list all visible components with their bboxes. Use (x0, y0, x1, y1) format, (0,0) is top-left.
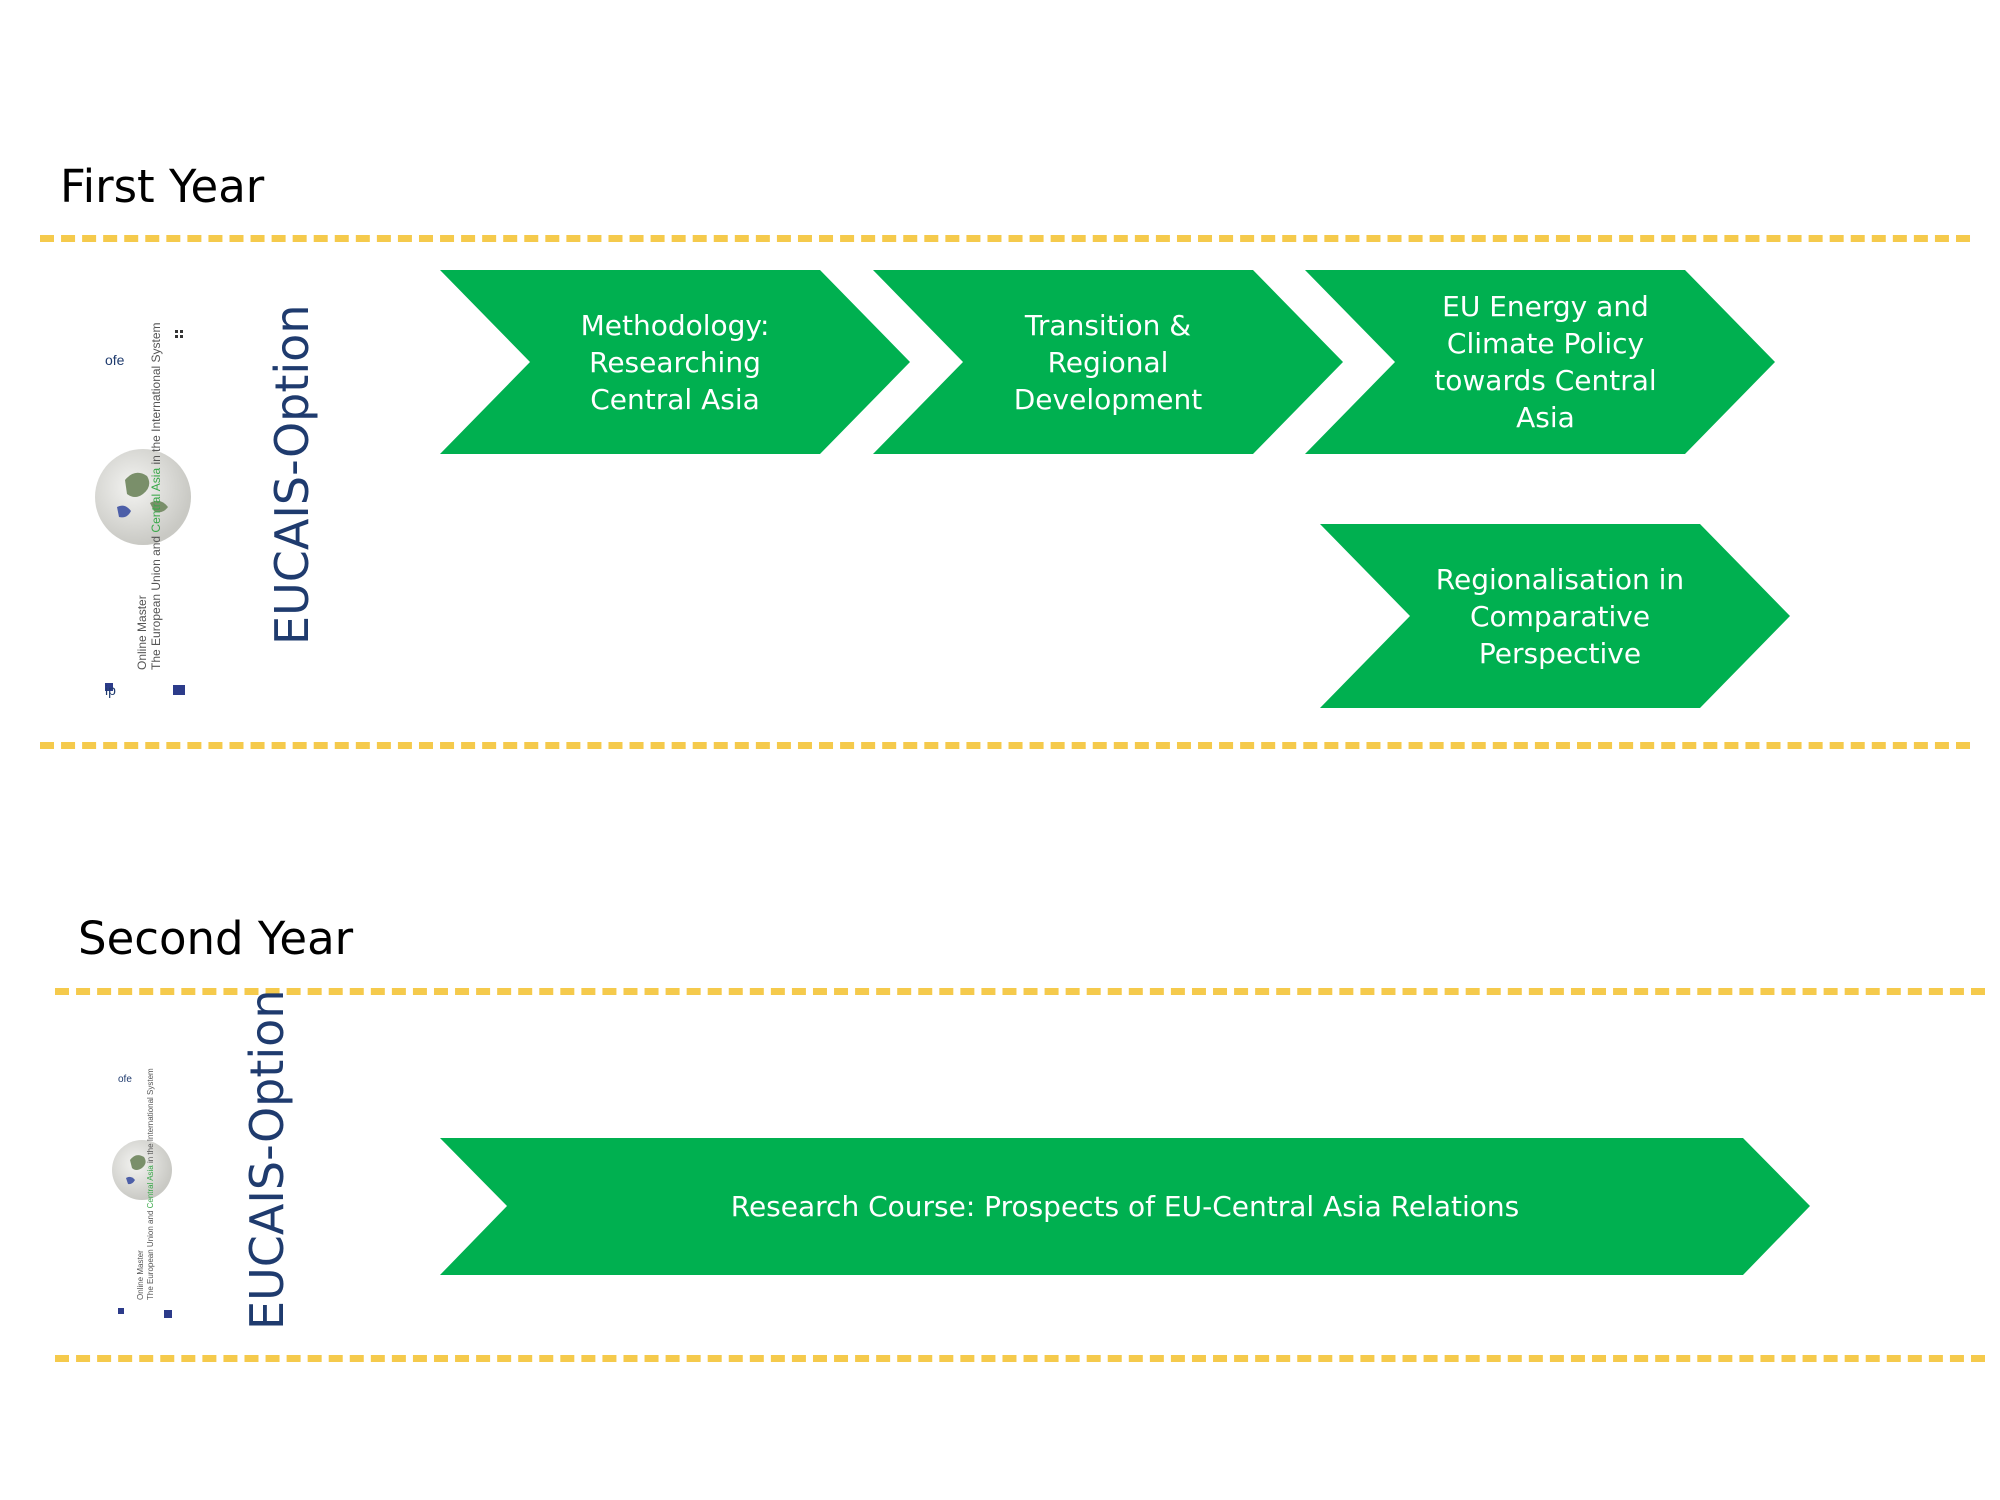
second-year-option-label: EUCAIS-Option (240, 989, 294, 1331)
logo-program-line1: Online Master (135, 595, 149, 670)
module-chevron-regionalisation: Regionalisation in Comparative Perspecti… (1320, 524, 1790, 708)
module-chevron-transition: Transition & Regional Development (873, 270, 1343, 454)
module-label: Regionalisation in Comparative Perspecti… (1435, 562, 1685, 670)
svg-text:ofe: ofe (118, 1074, 132, 1085)
logo-program-line1: Online Master (136, 1250, 145, 1300)
module-label: Research Course: Prospects of EU-Central… (730, 1190, 1520, 1223)
first-year-bottom-divider (40, 742, 1970, 749)
module-label: EU Energy and Climate Policy towards Cen… (1434, 290, 1657, 434)
logo-program-line2: The European Union and Central Asia in t… (146, 1068, 155, 1300)
chevron-shape (440, 1138, 1810, 1275)
first-year-option-label: EUCAIS-Option (265, 304, 319, 646)
chevron-shape (440, 270, 910, 454)
chevron-shape (1320, 524, 1790, 708)
module-label: Transition & Regional Development (1013, 308, 1203, 416)
module-label: Methodology: Researching Central Asia (580, 308, 770, 416)
second-year-top-divider (55, 988, 1985, 995)
module-chevron-methodology: Methodology: Researching Central Asia (440, 270, 910, 454)
first-year-title: First Year (60, 160, 265, 213)
module-chevron-research-course: Research Course: Prospects of EU-Central… (440, 1138, 1810, 1275)
program-logo-second-year: ofe Online Master The European Union and… (112, 1030, 182, 1320)
second-year-bottom-divider (55, 1355, 1985, 1362)
chevron-shape (1305, 270, 1775, 454)
globe-icon: ofe ip (95, 330, 191, 698)
svg-text:ofe: ofe (105, 352, 125, 368)
svg-text:ip: ip (105, 682, 116, 698)
program-logo-first-year: ofe ip Online Master The European Union … (95, 275, 215, 705)
second-year-title: Second Year (78, 912, 354, 965)
first-year-top-divider (40, 235, 1970, 242)
logo-program-line2: The European Union and Central Asia in t… (149, 322, 163, 670)
chevron-shape (873, 270, 1343, 454)
module-chevron-energy: EU Energy and Climate Policy towards Cen… (1305, 270, 1775, 454)
globe-icon: ofe (112, 1074, 172, 1318)
